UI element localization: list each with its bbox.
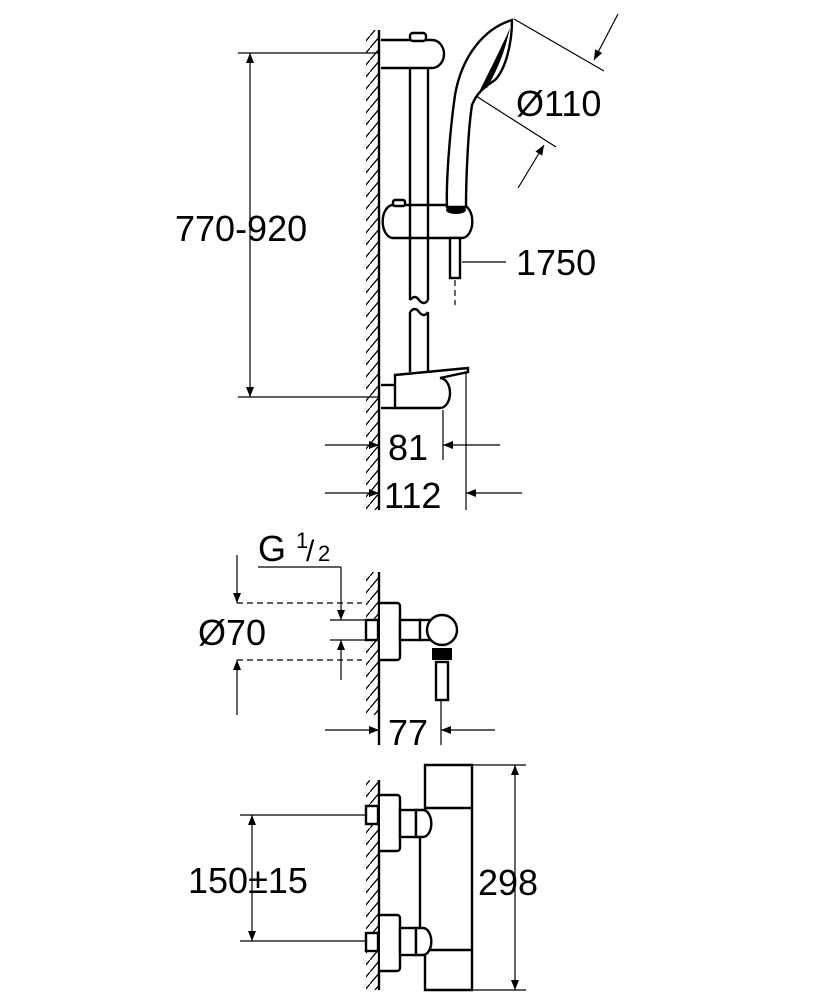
hose xyxy=(448,236,462,280)
top-bracket xyxy=(381,38,446,70)
shower-head-diameter-label: Ø110 xyxy=(516,83,601,124)
thread-slash: / xyxy=(306,535,315,568)
rail xyxy=(408,65,430,372)
hose-length-label: 1750 xyxy=(516,242,596,283)
connector-diameter-label: Ø70 xyxy=(198,612,266,653)
shower-rail-view: 770-920 Ø110 1750 81 112 xyxy=(175,13,619,516)
total-depth-label: 112 xyxy=(384,475,441,516)
thermostat-body xyxy=(418,763,474,992)
inlet-spacing-label: 150±15 xyxy=(188,860,308,901)
wall-connector xyxy=(380,601,402,662)
mixer-height-label: 298 xyxy=(478,862,538,903)
rail-depth-label: 81 xyxy=(388,427,428,468)
holder xyxy=(393,366,470,410)
thread-denominator: 2 xyxy=(318,541,330,566)
rail-height-label: 770-920 xyxy=(175,208,307,249)
thread-letter: G xyxy=(258,528,286,569)
wall-hatch xyxy=(366,30,379,510)
outlet-elbow xyxy=(425,613,459,647)
thread-numerator: 1 xyxy=(296,528,308,553)
outlet-depth-label: 77 xyxy=(388,712,428,753)
wall-outlet-view: G 1 / 2 Ø70 77 xyxy=(198,528,495,753)
thermostat-view: 150±15 298 xyxy=(188,763,538,992)
